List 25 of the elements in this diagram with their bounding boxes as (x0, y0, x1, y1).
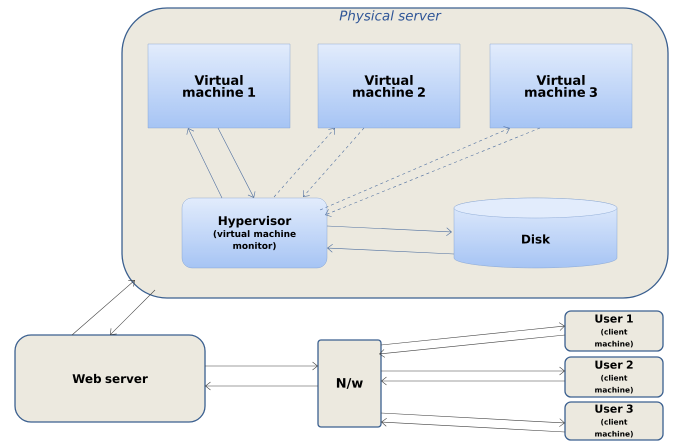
arrow (274, 128, 335, 198)
arrow (327, 244, 454, 254)
arrow (379, 334, 566, 358)
arrow (110, 290, 156, 335)
arrow (186, 128, 222, 198)
network-box: N/w (317, 339, 382, 428)
arrow (325, 128, 540, 217)
arrow (204, 362, 318, 370)
virtual-machine-box: Virtual machine 1 (148, 44, 290, 128)
web-server-box: Web server (14, 334, 206, 423)
hypervisor-box: Hypervisor (virtual machine monitor) (182, 198, 328, 268)
arrow (380, 322, 565, 346)
arrow (72, 280, 136, 336)
arrow (205, 382, 318, 390)
virtual-machine-box: Virtual machine 3 (490, 44, 632, 128)
arrow (380, 412, 565, 427)
disk-cylinder: Disk (454, 198, 618, 268)
arrow (320, 126, 510, 210)
arrow (326, 226, 452, 236)
arrow (303, 128, 364, 197)
virtual-machine-box: Virtual machine 2 (318, 44, 460, 128)
arrow (380, 366, 565, 376)
arrow (218, 128, 256, 198)
arrow (381, 418, 566, 432)
arrow (381, 376, 566, 386)
